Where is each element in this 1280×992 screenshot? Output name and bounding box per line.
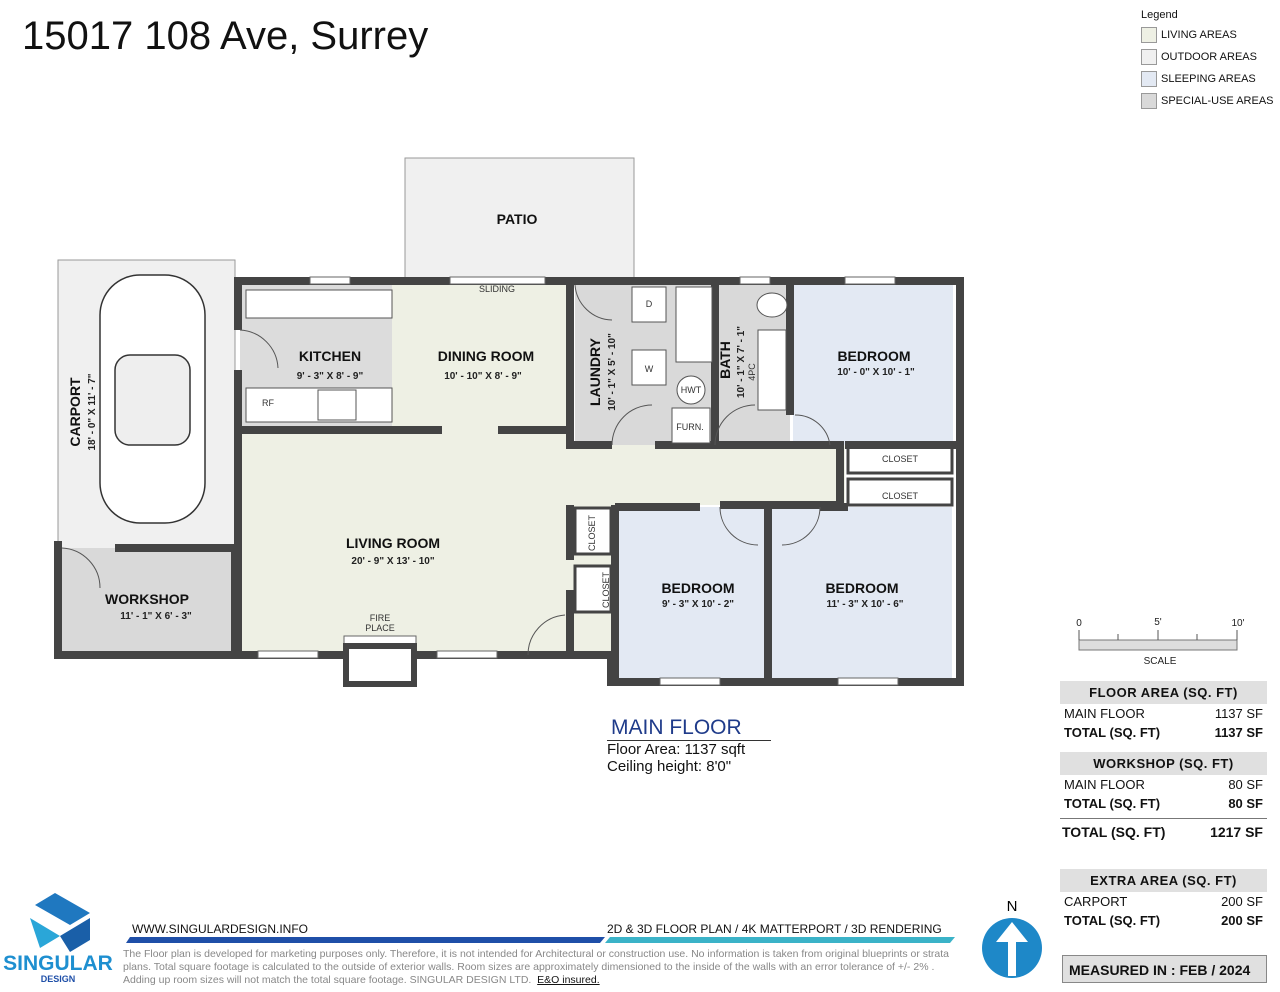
closet-label: CLOSET bbox=[882, 454, 919, 464]
furnace-label: FURN. bbox=[676, 422, 704, 432]
bedroom-area bbox=[772, 507, 952, 679]
legend-item: LIVING AREAS bbox=[1141, 27, 1274, 43]
legend-label: SPECIAL-USE AREAS bbox=[1161, 95, 1274, 107]
closet-label: CLOSET bbox=[601, 571, 611, 608]
bedroom-area bbox=[615, 507, 765, 679]
website-link[interactable]: WWW.SINGULARDESIGN.INFO bbox=[132, 922, 309, 936]
services-text: 2D & 3D FLOOR PLAN / 4K MATTERPORT / 3D … bbox=[607, 922, 942, 936]
grand-total-row: TOTAL (SQ. FT)1217 SF bbox=[1060, 818, 1267, 840]
table-row: TOTAL (SQ. FT)80 SF bbox=[1064, 796, 1263, 811]
fireplace-label: FIRE bbox=[370, 613, 391, 623]
disclaimer: The Floor plan is developed for marketin… bbox=[123, 948, 950, 986]
room-label-dining: DINING ROOM bbox=[438, 348, 534, 364]
room-dims: 9' - 3" X 8' - 9" bbox=[297, 371, 364, 382]
legend-label: OUTDOOR AREAS bbox=[1161, 51, 1257, 63]
room-dims: 10' - 10" X 8' - 9" bbox=[444, 371, 522, 382]
room-label-bedroom: BEDROOM bbox=[825, 580, 898, 596]
bath-type: 4PC bbox=[747, 363, 757, 381]
table-row: TOTAL (SQ. FT)200 SF bbox=[1064, 913, 1263, 928]
workshop-area bbox=[62, 548, 235, 655]
fridge-label: RF bbox=[262, 398, 274, 408]
room-dims: 10' - 0" X 10' - 1" bbox=[837, 367, 915, 378]
room-label-laundry: LAUNDRY bbox=[587, 337, 603, 406]
hwt-label: HWT bbox=[681, 385, 702, 395]
legend-swatch bbox=[1141, 27, 1157, 43]
room-dims: 9' - 3" X 10' - 2" bbox=[662, 599, 734, 610]
legend-heading: Legend bbox=[1141, 9, 1178, 21]
sliding-door-label: SLIDING bbox=[479, 284, 515, 294]
scale-tick: 0 bbox=[1076, 618, 1082, 629]
closet-label: CLOSET bbox=[587, 514, 597, 551]
hallway bbox=[565, 445, 845, 505]
table-row: TOTAL (SQ. FT)1137 SF bbox=[1064, 725, 1263, 740]
car-icon bbox=[99, 274, 206, 524]
legend-swatch bbox=[1141, 71, 1157, 87]
room-label-kitchen: KITCHEN bbox=[299, 348, 361, 364]
legend-label: LIVING AREAS bbox=[1161, 29, 1237, 41]
page-title: 15017 108 Ave, Surrey bbox=[22, 14, 429, 58]
scale-tick: 5' bbox=[1154, 617, 1162, 628]
bedroom-area bbox=[793, 285, 953, 445]
room-label-patio: PATIO bbox=[497, 211, 538, 227]
singular-design-logo: SINGULAR DESIGN bbox=[3, 893, 113, 984]
legend-label: SLEEPING AREAS bbox=[1161, 73, 1256, 85]
room-label-bedroom: BEDROOM bbox=[837, 348, 910, 364]
legend-swatch bbox=[1141, 49, 1157, 65]
dryer-label: D bbox=[646, 299, 653, 309]
svg-text:DESIGN: DESIGN bbox=[41, 974, 76, 984]
scale-tick: 10' bbox=[1231, 618, 1244, 629]
eo-insured-link[interactable]: E&O insured. bbox=[537, 974, 600, 986]
fireplace bbox=[343, 643, 417, 687]
measured-date: MEASURED IN : FEB / 2024 bbox=[1062, 955, 1267, 983]
ceiling-height-text: Ceiling height: 8'0" bbox=[607, 758, 732, 775]
main-floor-title: MAIN FLOOR bbox=[607, 716, 771, 741]
legend-item: SPECIAL-USE AREAS bbox=[1141, 93, 1274, 109]
room-dims: 20' - 9" X 13' - 10" bbox=[351, 556, 434, 567]
scale-label: SCALE bbox=[1144, 656, 1177, 667]
main-floor-summary: MAIN FLOOR Floor Area: 1137 sqft Ceiling… bbox=[607, 716, 771, 775]
room-label-bedroom: BEDROOM bbox=[661, 580, 734, 596]
room-dims: 11' - 3" X 10' - 6" bbox=[826, 599, 903, 610]
room-dims: 11' - 1" X 6' - 3" bbox=[120, 611, 192, 622]
room-label-living: LIVING ROOM bbox=[346, 535, 440, 551]
room-label-carport: CARPORT bbox=[67, 377, 83, 447]
svg-text:N: N bbox=[1007, 898, 1018, 915]
legend-item: OUTDOOR AREAS bbox=[1141, 49, 1274, 65]
fireplace-label: PLACE bbox=[365, 623, 395, 633]
room-dims: 10' - 1" X 7' - 1" bbox=[736, 326, 747, 398]
north-compass-icon: N bbox=[982, 898, 1042, 978]
closet-label: CLOSET bbox=[882, 491, 919, 501]
legend: Legend LIVING AREAS OUTDOOR AREAS SLEEPI… bbox=[1141, 9, 1274, 109]
washer-label: W bbox=[645, 364, 654, 374]
table-header: FLOOR AREA (SQ. FT) bbox=[1060, 681, 1267, 704]
room-label-bath: BATH bbox=[717, 341, 733, 379]
legend-swatch bbox=[1141, 93, 1157, 109]
table-header: EXTRA AREA (SQ. FT) bbox=[1060, 869, 1267, 892]
scale-bar: 0 5' 10' SCALE bbox=[1076, 617, 1244, 667]
table-header: WORKSHOP (SQ. FT) bbox=[1060, 752, 1267, 775]
legend-item: SLEEPING AREAS bbox=[1141, 71, 1274, 87]
svg-text:SINGULAR: SINGULAR bbox=[3, 952, 113, 975]
room-dims: 10' - 1" X 5' - 10" bbox=[607, 333, 618, 411]
room-dims: 18' - 0" X 11' - 7" bbox=[87, 373, 98, 450]
floor-area-text: Floor Area: 1137 sqft bbox=[607, 741, 746, 758]
room-label-workshop: WORKSHOP bbox=[105, 591, 189, 607]
patio-area bbox=[404, 157, 635, 281]
